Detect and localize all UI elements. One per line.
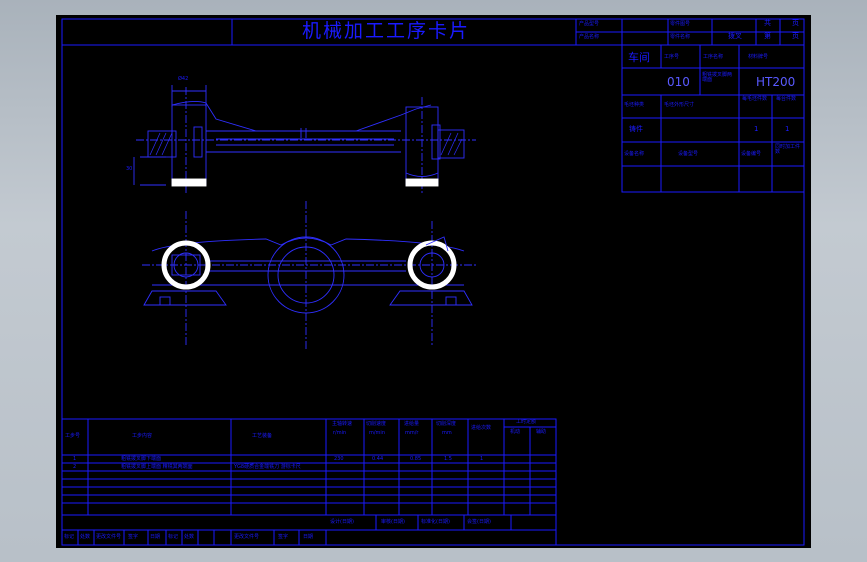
part-name-label: 零件名称 — [670, 34, 691, 40]
equipment-no-label: 设备编号 — [741, 151, 762, 157]
product-model-label: 产品型号 — [579, 21, 600, 27]
equipment-name-label: 设备名称 — [624, 151, 645, 157]
footer-count-2: 处数 — [184, 534, 195, 540]
pieces-per-machine-label: 每台件数 — [776, 96, 797, 102]
col-spindle: 主轴转速 — [332, 421, 353, 427]
blank-dims-label: 毛坯外形尺寸 — [664, 102, 695, 108]
review-date-label: 审核(日期) — [381, 519, 405, 525]
col-depth-unit: mm — [442, 430, 452, 436]
pages-label: 页 — [792, 19, 799, 27]
col-feed-unit: mm/r — [405, 430, 419, 436]
product-name-label: 产品名称 — [579, 34, 600, 40]
col-hours: 工时定额 — [516, 419, 537, 425]
total-pages-label: 共 — [764, 19, 771, 27]
drawing-sheet: 机械加工工序卡片 产品型号 产品名称 零件图号 零件名称 拨叉 共 页 第 页 … — [56, 15, 811, 548]
row-1-content: 粗铣拨叉脚下端面 — [121, 456, 162, 462]
row-1-no: 1 — [73, 456, 77, 462]
drawing-frame — [61, 18, 805, 546]
workshop-label: 车间 — [628, 51, 650, 64]
col-passes: 进给次数 — [471, 425, 492, 431]
dimension-height: 30 — [126, 166, 133, 172]
machine-value: 1 — [785, 125, 790, 133]
op-name-value: 粗铣拨叉脚两端面 — [702, 72, 733, 83]
part-drawing-label: 零件图号 — [670, 21, 691, 27]
countersign-label: 会签(日期) — [467, 519, 491, 525]
col-cut-speed: 切削速度 — [366, 421, 387, 427]
design-date-label: 设计(日期) — [330, 519, 354, 525]
dimension-diameter: Ø42 — [178, 76, 189, 82]
part-top-view — [142, 201, 476, 351]
footer-date-1: 日期 — [150, 534, 161, 540]
row-1-equip: YG8硬质合金端铣刀 游标卡尺 — [234, 464, 301, 470]
equipment-model-label: 设备型号 — [678, 151, 699, 157]
footer-count-1: 处数 — [80, 534, 91, 540]
footer-change-doc-2: 更改文件号 — [234, 534, 260, 540]
row-1-n: 1 — [480, 456, 484, 462]
col-feed: 进给量 — [404, 421, 420, 427]
pieces-per-blank-label: 每毛坯件数 — [742, 96, 768, 102]
col-hours-aux: 辅助 — [536, 429, 547, 435]
col-hours-machine: 机动 — [510, 429, 521, 435]
standard-date-label: 标准化(日期) — [421, 519, 450, 525]
op-no-label: 工序号 — [664, 54, 680, 60]
footer-change-doc-1: 更改文件号 — [96, 534, 122, 540]
col-equipment: 工艺装备 — [252, 433, 273, 439]
card-title: 机械加工工序卡片 — [302, 20, 471, 42]
row-1-f: 0.85 — [410, 456, 422, 462]
part-front-view — [133, 85, 476, 193]
row-1-speed: 230 — [334, 456, 344, 462]
footer-signature-1: 签字 — [128, 534, 139, 540]
row-2-no: 2 — [73, 464, 77, 470]
pieces-value: 1 — [754, 125, 759, 133]
material-label: 材料牌号 — [748, 54, 769, 60]
footer-date-2: 日期 — [303, 534, 314, 540]
material-value: HT200 — [756, 75, 796, 89]
blank-type-label: 毛坯种类 — [624, 102, 645, 108]
sheet-pages-label: 页 — [792, 32, 799, 40]
col-spindle-unit: r/min — [333, 430, 347, 436]
casting-value: 铸件 — [629, 125, 643, 133]
row-1-ap: 1.5 — [444, 456, 452, 462]
col-step-no: 工步号 — [65, 433, 81, 439]
footer-mark-1: 标记 — [64, 534, 75, 540]
row-2-content: 粗铣拨叉脚上端面 精铣其两端面 — [121, 464, 193, 470]
footer-mark-2: 标记 — [168, 534, 179, 540]
col-step-content: 工步内容 — [132, 433, 153, 439]
simul-pieces-label: 同时加工件数 — [775, 144, 801, 155]
footer-signature-2: 签字 — [278, 534, 289, 540]
col-cut-speed-unit: m/min — [369, 430, 385, 436]
col-depth: 切削深度 — [436, 421, 457, 427]
op-name-label: 工序名称 — [703, 54, 724, 60]
sheet-label: 第 — [764, 32, 771, 40]
part-name-value: 拨叉 — [728, 32, 742, 40]
op-no-value: 010 — [667, 75, 690, 89]
row-1-v: 0.44 — [372, 456, 384, 462]
